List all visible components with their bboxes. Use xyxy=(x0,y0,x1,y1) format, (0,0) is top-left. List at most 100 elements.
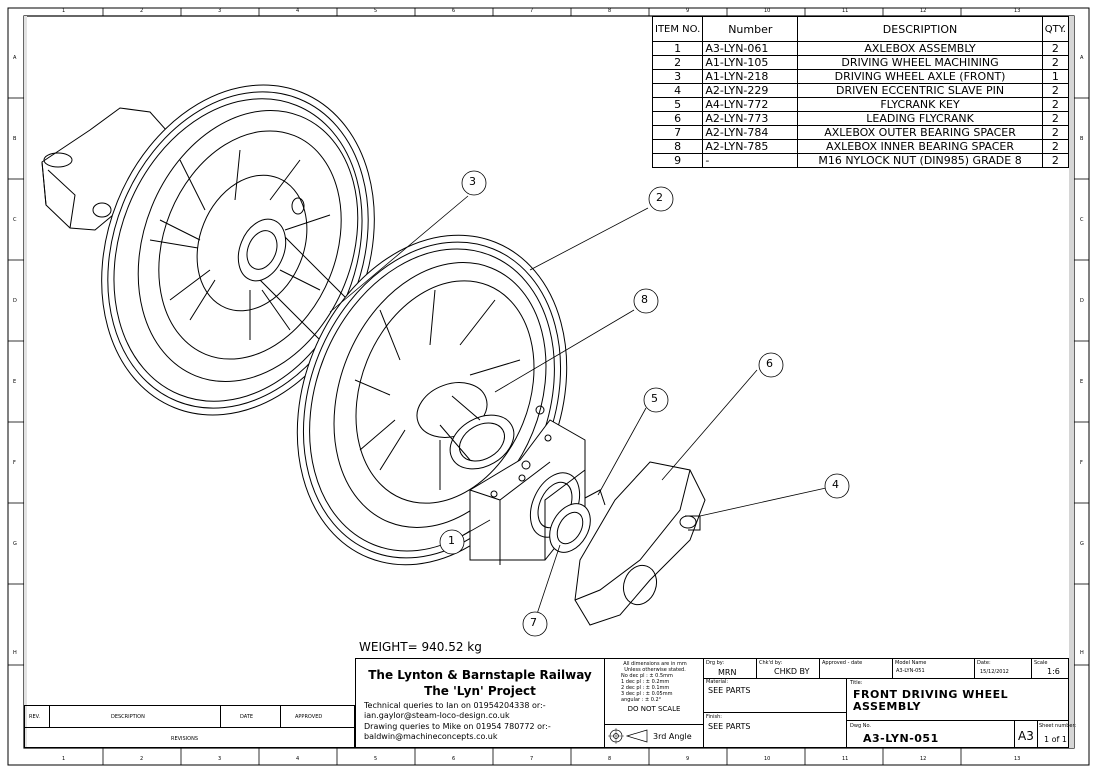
bom-qty: 2 xyxy=(1041,125,1070,140)
zone-col-label: 8 xyxy=(608,8,612,14)
balloon-label-2: 2 xyxy=(656,191,663,204)
checked-by: CHKD BY xyxy=(774,667,810,676)
model-name: A3-LYN-051 xyxy=(896,668,925,674)
zone-row-label: H xyxy=(13,650,17,656)
zone-row-label: D xyxy=(1080,298,1084,304)
drawing-number: A3-LYN-051 xyxy=(863,732,939,745)
bom-description: DRIVING WHEEL AXLE (FRONT) xyxy=(797,69,1043,84)
title-cell: Title: FRONT DRIVING WHEEL ASSEMBLY xyxy=(847,678,1068,721)
tolerance-line: angular : ± 0.2° xyxy=(621,697,662,703)
bom-qty: 2 xyxy=(1041,153,1070,168)
bom-number: A4-LYN-772 xyxy=(702,97,799,112)
bom-number: A2-LYN-785 xyxy=(702,139,799,154)
bom-description: DRIVING WHEEL MACHINING xyxy=(797,55,1043,70)
bom-qty: 2 xyxy=(1041,41,1070,56)
drawn-by-label: Drg by: xyxy=(706,660,725,666)
zone-col-label: 2 xyxy=(140,756,144,762)
zone-col-label: 3 xyxy=(218,756,222,762)
zone-col-label: 7 xyxy=(530,756,534,762)
contact-email: ian.gaylor@steam-loco-design.co.uk xyxy=(364,711,510,720)
zone-row-label: E xyxy=(1080,379,1084,385)
assembly-weight: WEIGHT= 940.52 kg xyxy=(359,640,482,654)
zone-row-label: A xyxy=(1080,55,1084,61)
revisions-rev-label: REV. xyxy=(29,714,40,720)
bom-number: A2-LYN-784 xyxy=(702,125,799,140)
do-not-scale-note: DO NOT SCALE xyxy=(627,705,681,713)
zone-row-label: E xyxy=(13,379,17,385)
balloon-label-6: 6 xyxy=(766,357,773,370)
drawing-scale: 1:6 xyxy=(1047,667,1060,676)
balloon-label-3: 3 xyxy=(469,175,476,188)
balloon-label-1: 1 xyxy=(448,534,455,547)
zone-col-label: 11 xyxy=(842,756,849,762)
bom-description: M16 NYLOCK NUT (DIN985) GRADE 8 xyxy=(797,153,1043,168)
revisions-approved-label: APPROVED xyxy=(295,714,323,720)
bom-number: A1-LYN-218 xyxy=(702,69,799,84)
zone-col-label: 5 xyxy=(374,8,378,14)
bearing-spacer xyxy=(549,489,606,553)
bom-item: 5 xyxy=(651,97,704,112)
bom-header-description: DESCRIPTION xyxy=(797,16,1043,42)
material-value: SEE PARTS xyxy=(708,686,751,695)
zone-col-label: 11 xyxy=(842,8,849,14)
zone-row-label: H xyxy=(1080,650,1084,656)
zone-row-label: F xyxy=(13,460,16,466)
bom-item: 9 xyxy=(651,153,704,168)
date-label: Date: xyxy=(977,660,991,666)
zone-col-label: 10 xyxy=(764,8,771,14)
zone-col-label: 4 xyxy=(296,8,300,14)
zone-col-label: 2 xyxy=(140,8,144,14)
sheet-size: A3 xyxy=(1018,729,1034,743)
zone-col-label: 9 xyxy=(686,8,690,14)
title-block: Drg by: MRN Chk'd by: CHKD BY Approved -… xyxy=(703,658,1076,748)
zone-row-label: A xyxy=(13,55,17,61)
zone-col-label: 9 xyxy=(686,756,690,762)
bom-description: AXLEBOX INNER BEARING SPACER xyxy=(797,139,1043,154)
zone-col-label: 4 xyxy=(296,756,300,762)
zone-row-label: G xyxy=(1080,541,1084,547)
zone-col-label: 5 xyxy=(374,756,378,762)
tolerance-line: No dec pl : ± 0.5mm xyxy=(621,673,673,679)
zone-col-label: 8 xyxy=(608,756,612,762)
zone-row-label: F xyxy=(1080,460,1083,466)
contact-line: Drawing queries to Mike on 01954 780772 … xyxy=(364,722,551,731)
bom-item: 8 xyxy=(651,139,704,154)
tolerance-block: All dimensions are in mm Unless otherwis… xyxy=(604,658,704,748)
leading-flycrank xyxy=(574,461,706,626)
bom-description: DRIVEN ECCENTRIC SLAVE PIN xyxy=(797,83,1043,98)
balloons xyxy=(439,170,850,637)
finish-value: SEE PARTS xyxy=(708,722,751,731)
zone-col-label: 12 xyxy=(920,756,927,762)
bom-description: LEADING FLYCRANK xyxy=(797,111,1043,126)
zone-col-label: 13 xyxy=(1014,8,1021,14)
bom-description: FLYCRANK KEY xyxy=(797,97,1043,112)
material-label: Material: xyxy=(706,679,728,685)
zone-col-label: 12 xyxy=(920,8,927,14)
zone-col-label: 6 xyxy=(452,756,456,762)
bom-item: 6 xyxy=(651,111,704,126)
balloon-label-5: 5 xyxy=(651,392,658,405)
zone-col-label: 1 xyxy=(62,8,66,14)
bom-description: AXLEBOX OUTER BEARING SPACER xyxy=(797,125,1043,140)
balloon-label-4: 4 xyxy=(832,478,839,491)
bom-qty: 1 xyxy=(1041,69,1070,84)
bom-qty: 2 xyxy=(1041,97,1070,112)
bom-item: 7 xyxy=(651,125,704,140)
drawing-number-cell: Dwg No. A3-LYN-051 A3 Sheet number: 1 of… xyxy=(847,721,1076,748)
bom-number: A3-LYN-061 xyxy=(702,41,799,56)
company-name: The Lynton & Barnstaple Railway xyxy=(368,668,592,682)
drawing-title-line2: ASSEMBLY xyxy=(853,700,921,713)
bom-qty: 2 xyxy=(1041,139,1070,154)
bom-header-item: ITEM NO. xyxy=(651,16,704,42)
checked-by-label: Chk'd by: xyxy=(759,660,783,666)
zone-row-label: C xyxy=(13,217,17,223)
zone-row-label: D xyxy=(13,298,17,304)
drawing-title-line1: FRONT DRIVING WHEEL xyxy=(853,688,1009,701)
bom-item: 2 xyxy=(651,55,704,70)
zone-col-label: 7 xyxy=(530,8,534,14)
